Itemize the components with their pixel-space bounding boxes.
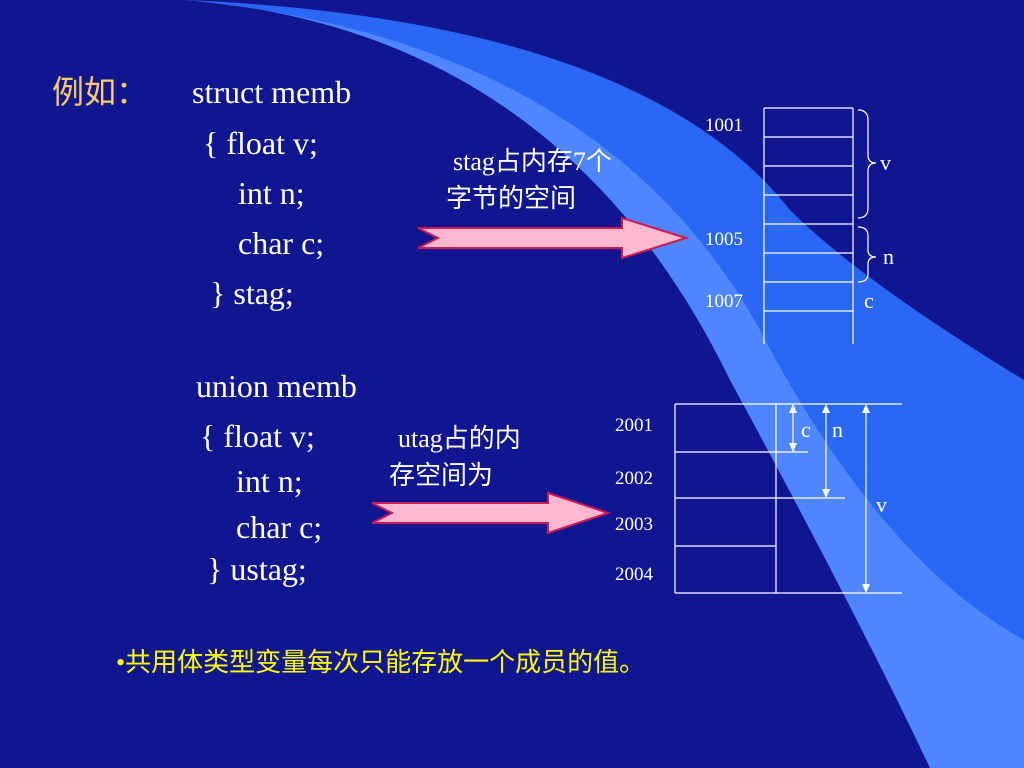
- union-arrow: [371, 491, 612, 535]
- union-line-5: } ustag;: [207, 551, 307, 587]
- union-line-2: { float v;: [200, 418, 315, 454]
- struct-line-5: } stag;: [210, 275, 294, 311]
- union-line-3: int n;: [236, 463, 303, 499]
- struct-note-line-1: stag占内存7个: [453, 147, 612, 176]
- union-note-line-2: 存空间为: [389, 461, 494, 490]
- struct-label-v: v: [880, 150, 891, 175]
- bullet-item: •共用体类型变量每次只能存放一个成员的值。: [116, 650, 645, 676]
- struct-addr-1001: 1001: [705, 115, 743, 136]
- union-label-c: c: [801, 417, 811, 442]
- example-label: 例如：: [52, 74, 149, 110]
- union-label-v: v: [876, 492, 887, 517]
- n-brace: [857, 226, 877, 283]
- union-addr-2002: 2002: [615, 468, 653, 489]
- struct-line-1: struct memb: [192, 74, 352, 110]
- union-memory-block: [674, 403, 902, 594]
- struct-arrow: [417, 216, 690, 260]
- struct-addr-1007: 1007: [705, 291, 743, 312]
- struct-memory-block: [763, 107, 877, 344]
- struct-label-n: n: [883, 244, 894, 269]
- union-line-1: union memb: [196, 368, 357, 404]
- union-label-n: n: [832, 417, 843, 442]
- bullet-text: 共用体类型变量每次只能存放一个成员的值。: [125, 648, 646, 677]
- struct-line-2: { float v;: [203, 125, 318, 161]
- struct-label-c: c: [864, 288, 874, 313]
- union-addr-2004: 2004: [615, 564, 653, 585]
- union-addr-2003: 2003: [615, 514, 653, 535]
- swoosh-edge-band: [185, 0, 1024, 768]
- union-span-arrowheads: [789, 404, 870, 593]
- union-addr-2001: 2001: [615, 415, 653, 436]
- union-line-4: char c;: [236, 509, 323, 545]
- struct-note-line-2: 字节的空间: [446, 184, 577, 213]
- struct-line-4: char c;: [238, 225, 325, 261]
- v-brace: [857, 109, 877, 219]
- struct-line-3: int n;: [238, 175, 305, 211]
- bullet-dot: •: [116, 648, 126, 677]
- union-note-line-1: utag占的内: [398, 424, 521, 453]
- struct-addr-1005: 1005: [705, 229, 743, 250]
